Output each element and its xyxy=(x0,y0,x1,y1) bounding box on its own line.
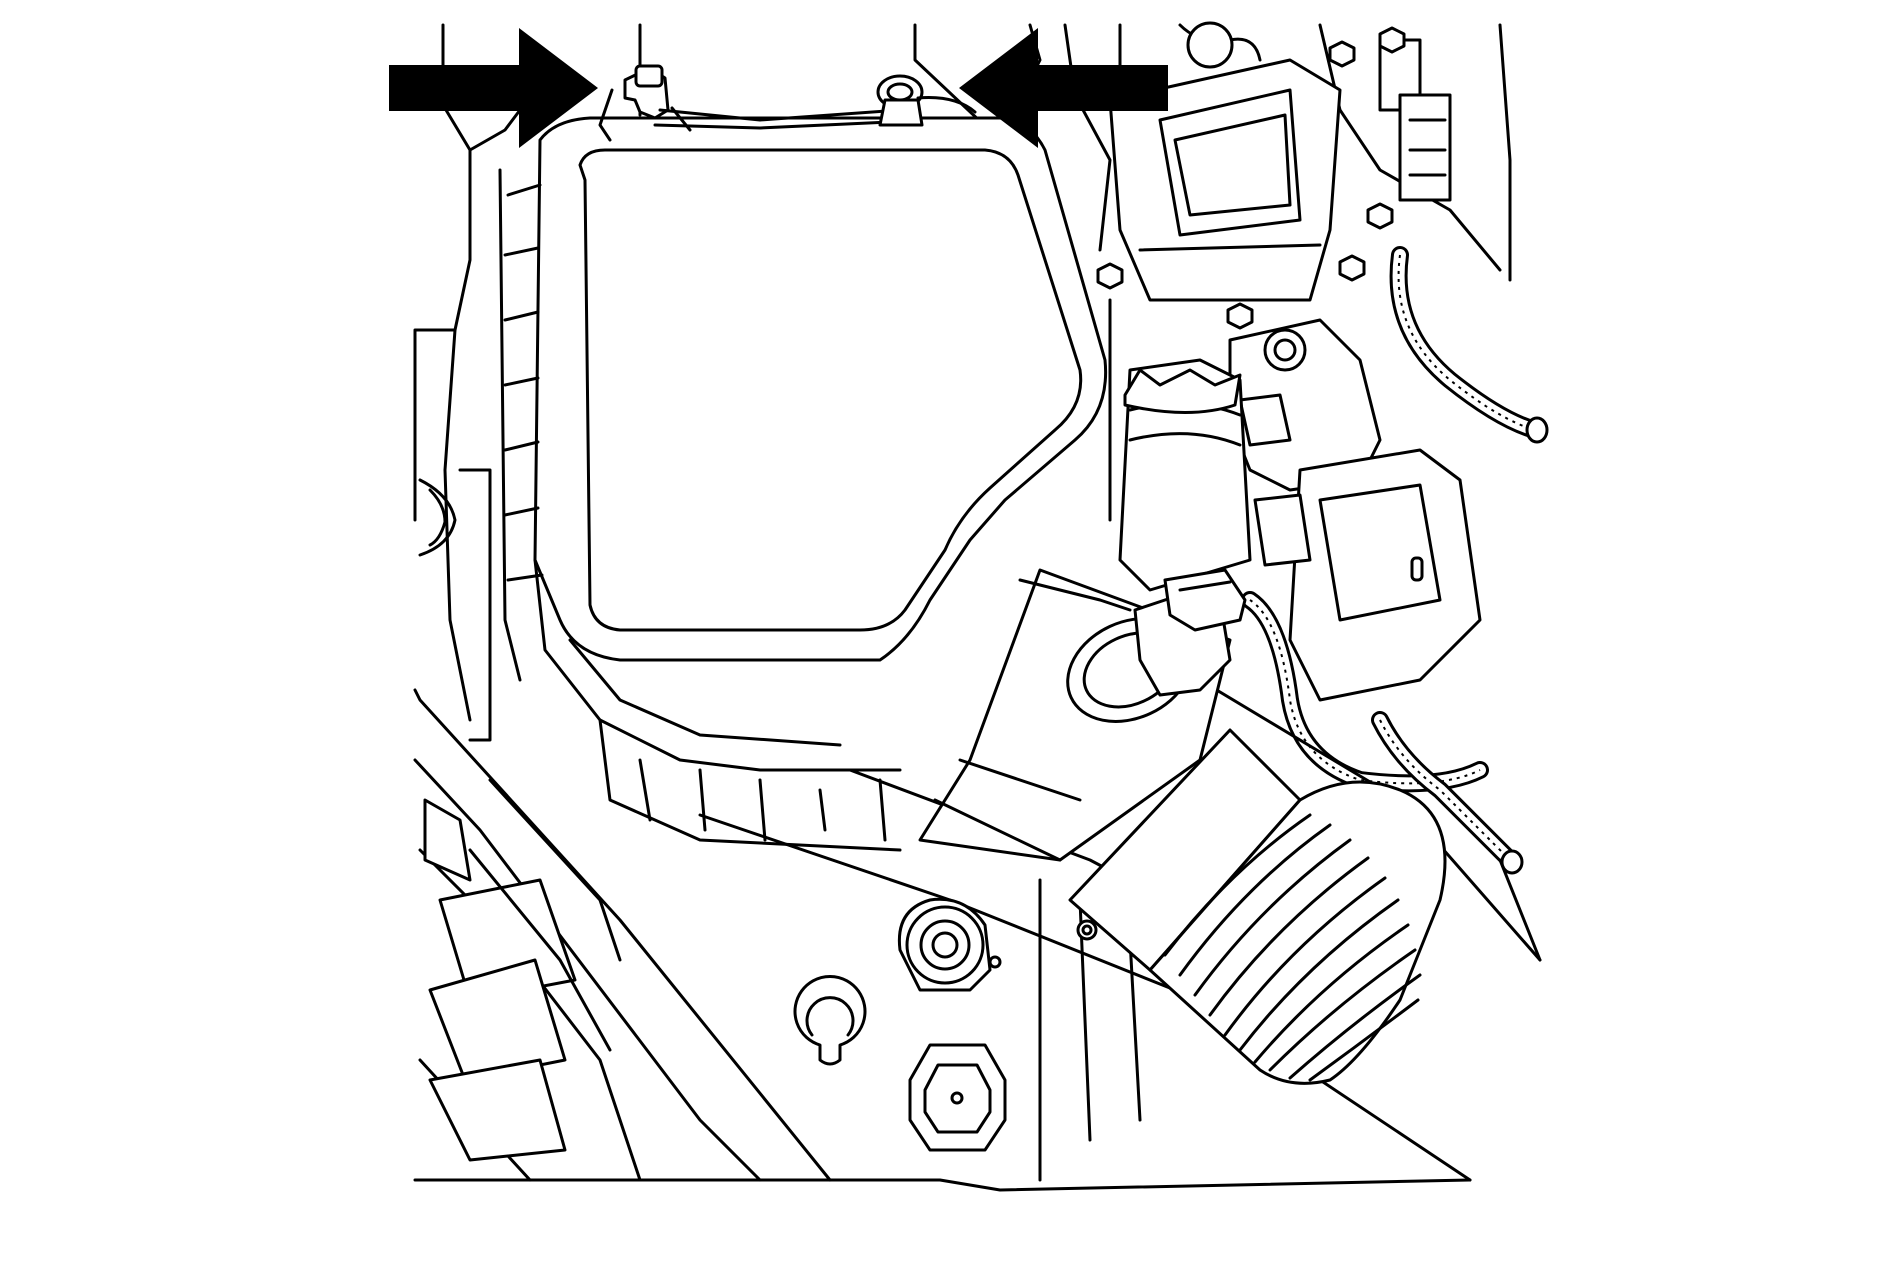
throttle-body xyxy=(1108,298,1482,702)
grommet-right xyxy=(876,74,977,127)
air-cleaner-housing xyxy=(498,116,1108,852)
latch-left xyxy=(598,64,902,142)
intake-duct xyxy=(918,568,1302,972)
mounting-stud xyxy=(897,897,1002,992)
arrow-right-icon xyxy=(389,28,598,148)
keyhole-cutout xyxy=(793,975,867,1066)
fender-panel xyxy=(413,478,1472,1192)
intake-bellows xyxy=(1148,780,1447,1085)
callout-arrows xyxy=(389,28,1168,148)
arrow-left-icon xyxy=(959,28,1168,148)
fuse-block xyxy=(1096,21,1452,330)
hex-fitting xyxy=(908,1043,1007,1152)
wiring-harness xyxy=(1241,246,1549,875)
intake-hose-upper xyxy=(1118,358,1252,592)
